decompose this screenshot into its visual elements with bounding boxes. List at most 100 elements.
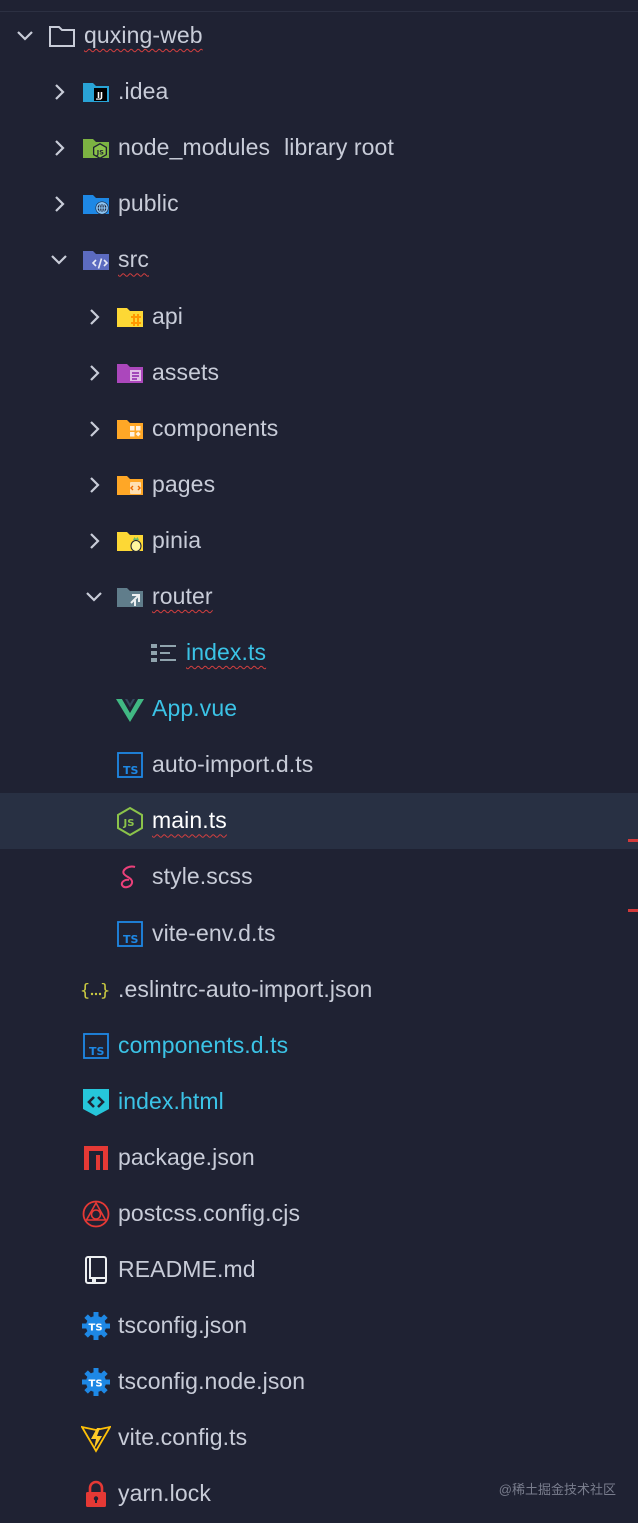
tree-label: auto-import.d.ts [152,751,314,778]
nodejs-icon: JS [117,807,143,837]
api-folder-icon [117,307,143,327]
tree-row-api[interactable]: api [0,288,638,344]
tsconfig-gear-icon: TS [82,1368,110,1397]
tree-row-index-html[interactable]: index.html [0,1074,638,1130]
tree-row-yarn-lock[interactable]: yarn.lock [0,1466,638,1522]
tree-label: components [152,414,279,441]
chevron-right-icon[interactable] [48,193,70,215]
tree-row-vite-config-ts[interactable]: vite.config.ts [0,1410,638,1466]
tree-row-pages[interactable]: pages [0,457,638,513]
tree-row-readme-md[interactable]: README.md [0,1242,638,1298]
public-folder-icon [83,195,109,215]
chevron-right-icon[interactable] [83,362,105,384]
components-folder-icon [117,419,143,439]
tree-row-pinia[interactable]: pinia [0,513,638,569]
tree-label: vite.config.ts [118,1424,248,1451]
tree-row-vite-env-d-ts[interactable]: TS vite-env.d.ts [0,906,638,962]
tree-row-style-scss[interactable]: style.scss [0,849,638,905]
tree-row-tsconfig-node-json[interactable]: TS tsconfig.node.json [0,1354,638,1410]
tree-row-public[interactable]: public [0,176,638,232]
tree-label: pinia [152,526,202,553]
tree-row-postcss-config-cjs[interactable]: postcss.config.cjs [0,1186,638,1242]
chevron-down-icon[interactable] [83,586,105,608]
tree-row-quxing-web[interactable]: quxing-web [0,8,638,64]
tree-row-components[interactable]: components [0,401,638,457]
svg-text:JS: JS [123,818,135,829]
tree-label: router [152,582,213,609]
tree-row-components-d-ts[interactable]: TS components.d.ts [0,1018,638,1074]
svg-text:TS: TS [89,1379,103,1390]
svg-text:TS: TS [89,1045,105,1058]
tree-label: vite-env.d.ts [152,919,276,946]
chevron-right-icon[interactable] [83,418,105,440]
svg-text:JS: JS [96,149,104,157]
tree-label: assets [152,358,220,385]
vite-icon [81,1426,111,1454]
svg-text:}: } [100,981,110,1001]
tree-label: App.vue [152,695,238,722]
tree-label: api [152,302,183,329]
tree-row-app-vue[interactable]: App.vue [0,681,638,737]
tree-label: yarn.lock [118,1480,211,1507]
folder-outline-icon [49,26,75,48]
tsconfig-gear-icon: TS [82,1312,110,1341]
chevron-right-icon[interactable] [83,474,105,496]
typescript-def-icon: TS [117,920,143,947]
tree-label: README.md [118,1256,256,1283]
panel-top-border [0,11,638,12]
typescript-def-icon: TS [83,1032,109,1059]
svg-text:TS: TS [89,1323,103,1334]
chevron-right-icon[interactable] [83,306,105,328]
svg-text:{: { [81,981,90,1001]
tree-row-index-ts[interactable]: index.ts [0,625,638,681]
chevron-right-icon[interactable] [48,81,70,103]
error-stripe-mark [628,839,638,843]
chevron-down-icon[interactable] [14,25,36,47]
tree-label: src [118,246,149,273]
tree-label: main.ts [152,807,227,834]
tree-row-main-ts[interactable]: JS main.ts [0,793,638,850]
tree-row-assets[interactable]: assets [0,345,638,401]
tree-label: components.d.ts [118,1031,289,1058]
tree-row-eslintrc-auto-import-json[interactable]: {} .eslintrc-auto-import.json [0,962,638,1018]
tree-label: index.ts [186,639,267,666]
tree-label: package.json [118,1143,255,1170]
postcss-icon [82,1200,110,1228]
readme-book-icon [85,1256,107,1285]
tree-label: public [118,190,179,217]
tree-row-router[interactable]: router [0,569,638,625]
json-braces-icon: {} [81,981,110,1001]
tree-row-auto-import-d-ts[interactable]: TS auto-import.d.ts [0,737,638,793]
html-icon [83,1088,109,1116]
tree-label: .idea [118,78,169,105]
tree-label: quxing-web [84,22,203,49]
router-folder-icon [117,587,143,607]
tree-label: style.scss [152,863,253,890]
tree-label: postcss.config.cjs [118,1199,301,1226]
error-stripe-mark [628,908,638,912]
tree-row-src[interactable]: src [0,232,638,288]
svg-text:TS: TS [123,933,139,946]
vue-icon [116,699,144,723]
tree-label: index.html [118,1087,224,1114]
route-file-icon [151,644,176,663]
typescript-def-icon: TS [117,752,143,779]
tree-row-tsconfig-json[interactable]: TS tsconfig.json [0,1298,638,1354]
chevron-down-icon[interactable] [48,249,70,271]
library-root-hint: library root [284,134,394,161]
tree-label: .eslintrc-auto-import.json [118,975,373,1002]
chevron-right-icon[interactable] [48,137,70,159]
pages-folder-icon [117,475,143,495]
tree-label: tsconfig.json [118,1312,248,1339]
chevron-right-icon[interactable] [83,530,105,552]
tree-label: pages [152,470,216,497]
idea-folder-icon: IJ [83,83,109,103]
tree-row-package-json[interactable]: package.json [0,1130,638,1186]
lock-icon [86,1481,106,1508]
svg-text:IJ: IJ [97,91,103,100]
pinia-folder-icon [117,531,143,552]
tree-row-idea[interactable]: IJ .idea [0,64,638,120]
